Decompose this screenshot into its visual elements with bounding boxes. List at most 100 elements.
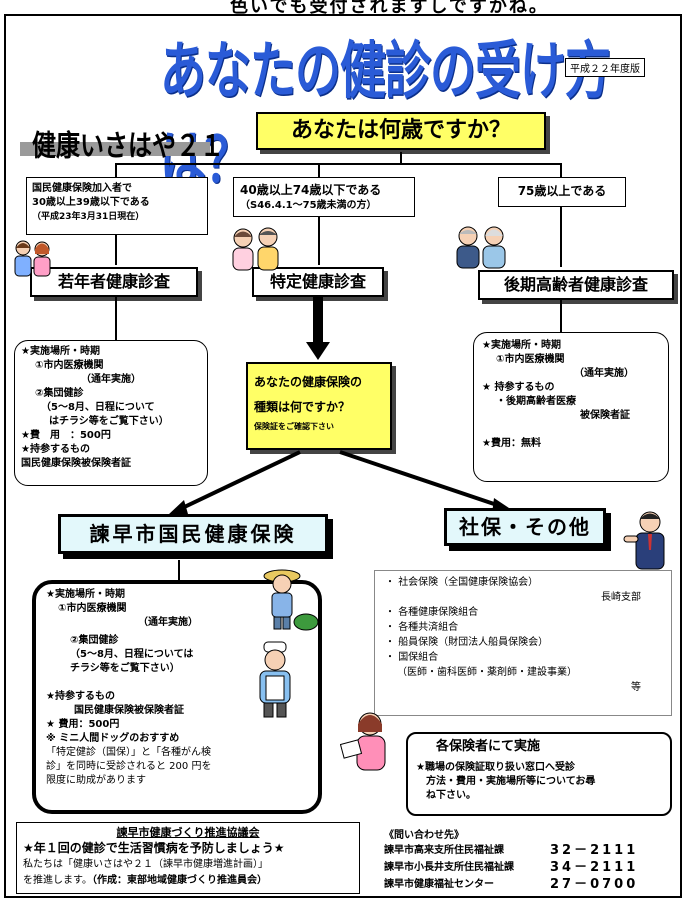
contact-name: 諫早市健康福祉センター <box>384 879 494 890</box>
young-criteria-box: 国民健康保険加入者で 30歳以上39歳以下である （平成23年3月31日現在） <box>26 177 208 235</box>
elderly-criteria-line1: 75歳以上である <box>517 184 607 198</box>
elderly-criteria-box: 75歳以上である <box>498 177 626 207</box>
kokuho-detail-9: ★ 費用：500円 <box>46 719 120 730</box>
elderly-detail-3: （通年実施） <box>574 368 634 379</box>
kokuho-detail-3: （通年実施） <box>138 617 198 628</box>
footer-body-1: 私たちは「健康いさはや２１（諫早市健康増進計画）」 <box>23 859 268 870</box>
each-insurer-line1: ★職場の保険証取り扱い窓口へ受診 <box>416 762 575 773</box>
elderly-details-box: ★実施場所・時期 ①市内医療機関 （通年実施） ★ 持参するもの ・後期高齢者医… <box>473 332 669 482</box>
contacts-header: 《問い合わせ先》 <box>384 830 464 841</box>
middle-age-couple-illustration <box>232 227 279 271</box>
young-detail-3: （通年実施） <box>81 374 141 385</box>
connector <box>178 560 180 582</box>
contact-name: 諫早市高来支所住民福祉課 <box>384 845 504 856</box>
footer-slogan: ★年１回の健診で生活習慣病を予防しましょう★ <box>23 841 285 855</box>
cook-illustration <box>259 641 291 718</box>
kokuho-detail-5: （5～8月、日程については <box>70 649 194 660</box>
specific-exam-title: 特定健康診査 <box>269 272 366 291</box>
kokuho-detail-10: ※ ミニ人間ドッグのおすすめ <box>46 733 180 744</box>
woman-with-card-illustration <box>340 712 386 771</box>
contact-tel: 27－0700 <box>550 877 639 892</box>
kokuho-title-box: 諫早市国民健康保険 <box>58 514 328 554</box>
specific-criteria-line2: （S46.4.1～75歳未満の方） <box>240 200 377 211</box>
logo-bar <box>20 142 210 156</box>
young-detail-4: ②集団健診 <box>35 388 84 399</box>
kokuho-detail-12: 診」を同時に受診されると 200 円を <box>46 761 212 772</box>
shaho-item: ・ 各種健康保険組合 <box>385 607 479 618</box>
kokuho-detail-11: 「特定健診（国保）」と「各種がん検 <box>46 747 211 758</box>
kokuho-title: 諫早市国民健康保険 <box>89 522 297 546</box>
footer-org-box: 諫早市健康づくり推進協議会 ★年１回の健診で生活習慣病を予防しましょう★ 私たち… <box>16 822 360 894</box>
insurance-question-box: あなたの健康保険の 種類は何ですか？ 保険証をご確認下さい <box>246 362 392 450</box>
age-question-text: あなたは何歳ですか？ <box>290 118 511 143</box>
connector <box>400 152 402 164</box>
shaho-item: ・ 国保組合 <box>385 652 439 663</box>
contact-row: 諫早市健康福祉センター 27－0700 <box>384 876 674 893</box>
kokuho-detail-7: ★持参するもの <box>46 691 115 702</box>
elderly-exam-box: 後期高齢者健康診査 <box>478 270 674 300</box>
shaho-title: 社保・その他 <box>459 515 591 539</box>
young-detail-8: ★持参するもの <box>21 444 90 455</box>
elderly-detail-4: ★ 持参するもの <box>482 382 555 393</box>
elderly-detail-7: ★費用：無料 <box>482 438 541 449</box>
contact-row: 諫早市小長井支所住民福祉課 34－2111 <box>384 859 674 876</box>
kokuho-detail-1: ★実施場所・時期 <box>46 589 125 600</box>
kokuho-detail-2: ①市内医療機関 <box>58 603 127 614</box>
young-details-box: ★実施場所・時期 ①市内医療機関 （通年実施） ②集団健診 （5～8月、日程につ… <box>14 340 208 486</box>
footer-body-2: を推進します。（作成：東部地域健康づくり推進員会） <box>23 875 267 886</box>
contact-row: 諫早市高来支所住民福祉課 32－2111 <box>384 842 674 859</box>
age-question-box: あなたは何歳ですか？ <box>256 112 546 150</box>
each-insurer-box: 各保険者にて実施 ★職場の保険証取り扱い窓口へ受診 方法・費用・実施場所等につい… <box>406 732 672 816</box>
connector <box>560 207 562 267</box>
each-insurer-line3: ね下さい。 <box>426 790 476 801</box>
each-insurer-line2: 方法・費用・実施場所等についてお尋 <box>426 776 596 787</box>
young-criteria-line2: 30歳以上39歳以下である <box>32 197 150 208</box>
elderly-detail-2: ①市内医療機関 <box>496 354 565 365</box>
insurance-question-note: 保険証をご確認下さい <box>254 422 334 431</box>
shaho-item: ・ 船員保険（財団法人船員保険会） <box>385 637 549 648</box>
young-exam-box: 若年者健康診査 <box>30 267 198 297</box>
kokuho-detail-8: 国民健康保険被保険者証 <box>74 705 184 716</box>
footer-org-name: 諫早市健康づくり推進協議会 <box>116 826 260 839</box>
elderly-detail-1: ★実施場所・時期 <box>482 340 561 351</box>
kokuho-detail-13: 限度に助成があります <box>46 775 146 786</box>
elderly-detail-5: ・後期高齢者医療 <box>496 396 576 407</box>
specific-criteria-box: 40歳以上74歳以下である （S46.4.1～75歳未満の方） <box>233 177 415 217</box>
shaho-title-box: 社保・その他 <box>444 508 606 546</box>
elderly-detail-6: 被保険者証 <box>580 410 630 421</box>
young-detail-6: はチラシ等をご覧下さい） <box>49 416 169 427</box>
contact-tel: 32－2111 <box>550 843 639 858</box>
businessman-illustration <box>623 511 665 570</box>
shaho-item: ・ 社会保険（全国健康保険協会） <box>385 577 539 588</box>
connector <box>115 163 117 177</box>
kokuho-detail-6: チラシ等をご覧下さい） <box>70 663 180 674</box>
each-insurer-title: 各保険者にて実施 <box>436 739 541 754</box>
shaho-item: 長崎支部 <box>601 592 641 603</box>
top-caption: 色いでも受付されますしですかね。 <box>230 0 549 17</box>
contacts-list: 諫早市高来支所住民福祉課 32－2111 諫早市小長井支所住民福祉課 34－21… <box>384 842 674 893</box>
young-couple-illustration <box>14 240 51 277</box>
thick-arrow-shaft <box>313 297 323 343</box>
connector <box>560 300 562 332</box>
insurance-question-line1: あなたの健康保険の <box>254 375 363 389</box>
insurance-question-line2: 種類は何ですか？ <box>254 400 351 414</box>
young-exam-title: 若年者健康診査 <box>57 272 170 291</box>
connector <box>115 235 117 265</box>
shaho-item: ・ 各種共済組合 <box>385 622 459 633</box>
elderly-exam-title: 後期高齢者健康診査 <box>503 275 648 294</box>
connector <box>560 163 562 177</box>
thick-arrow-head <box>306 342 330 360</box>
contact-tel: 34－2111 <box>550 860 639 875</box>
young-criteria-line3: （平成23年3月31日現在） <box>32 212 145 222</box>
young-detail-9: 国民健康保険被保険者証 <box>21 458 131 469</box>
young-detail-5: （5～8月、日程について <box>41 402 155 413</box>
logo-text: 健康いさはや２１ <box>32 129 224 163</box>
year-label: 平成２２年度版 <box>565 58 645 77</box>
kokuho-detail-4: ②集団健診 <box>70 635 119 646</box>
shaho-list-box: ・ 社会保険（全国健康保険協会） 長崎支部 ・ 各種健康保険組合 ・ 各種共済組… <box>374 570 672 716</box>
young-detail-7: ★費 用 ：500円 <box>21 430 111 441</box>
farmer-illustration <box>263 569 319 631</box>
young-detail-1: ★実施場所・時期 <box>21 346 100 357</box>
young-detail-2: ①市内医療機関 <box>35 360 104 371</box>
shaho-item: 等 <box>631 682 641 693</box>
